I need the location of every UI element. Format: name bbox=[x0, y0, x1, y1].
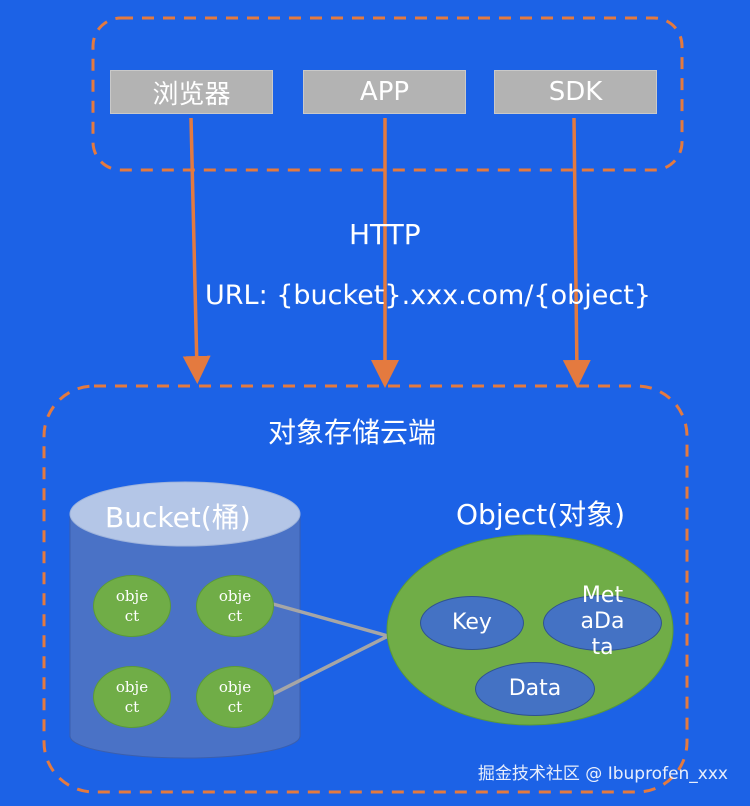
bucket-object-4-label: object bbox=[218, 678, 252, 716]
object-part-key: Key bbox=[420, 596, 524, 650]
client-app-label: APP bbox=[359, 77, 410, 107]
cloud-title: 对象存储云端 bbox=[268, 416, 437, 449]
client-sdk: SDK bbox=[494, 70, 657, 114]
bucket-label: Bucket(桶) bbox=[105, 501, 251, 534]
object-part-data: Data bbox=[475, 662, 595, 716]
arrow-browser-to-cloud bbox=[182, 117, 211, 384]
client-app: APP bbox=[303, 70, 466, 114]
bucket-object-1-label: object bbox=[115, 587, 149, 625]
object-label: Object(对象) bbox=[456, 498, 626, 531]
bucket-object-2-label: object bbox=[218, 587, 252, 625]
connector-top bbox=[272, 602, 389, 638]
client-browser-label: 浏览器 bbox=[152, 79, 231, 110]
connector-bottom bbox=[272, 634, 389, 696]
object-ellipse bbox=[386, 534, 674, 726]
object-part-key-label: Key bbox=[452, 610, 492, 635]
object-part-metadata-label: MetaData bbox=[580, 583, 625, 660]
watermark: 掘金技术社区 @ Ibuprofen_xxx bbox=[477, 764, 728, 784]
bucket-object-4: object bbox=[196, 666, 274, 728]
http-label: HTTP bbox=[349, 218, 421, 251]
client-sdk-label: SDK bbox=[548, 77, 603, 107]
bucket-object-3: object bbox=[93, 666, 171, 728]
bucket-object-3-label: object bbox=[115, 678, 149, 716]
arrow-sdk-to-cloud bbox=[562, 117, 591, 388]
object-part-metadata: MetaData bbox=[543, 583, 662, 660]
url-label: URL: {bucket}.xxx.com/{object} bbox=[205, 280, 651, 311]
bucket-object-1: object bbox=[93, 575, 171, 637]
bucket-object-2: object bbox=[196, 575, 274, 637]
client-browser: 浏览器 bbox=[110, 70, 273, 114]
object-part-data-label: Data bbox=[508, 676, 562, 701]
